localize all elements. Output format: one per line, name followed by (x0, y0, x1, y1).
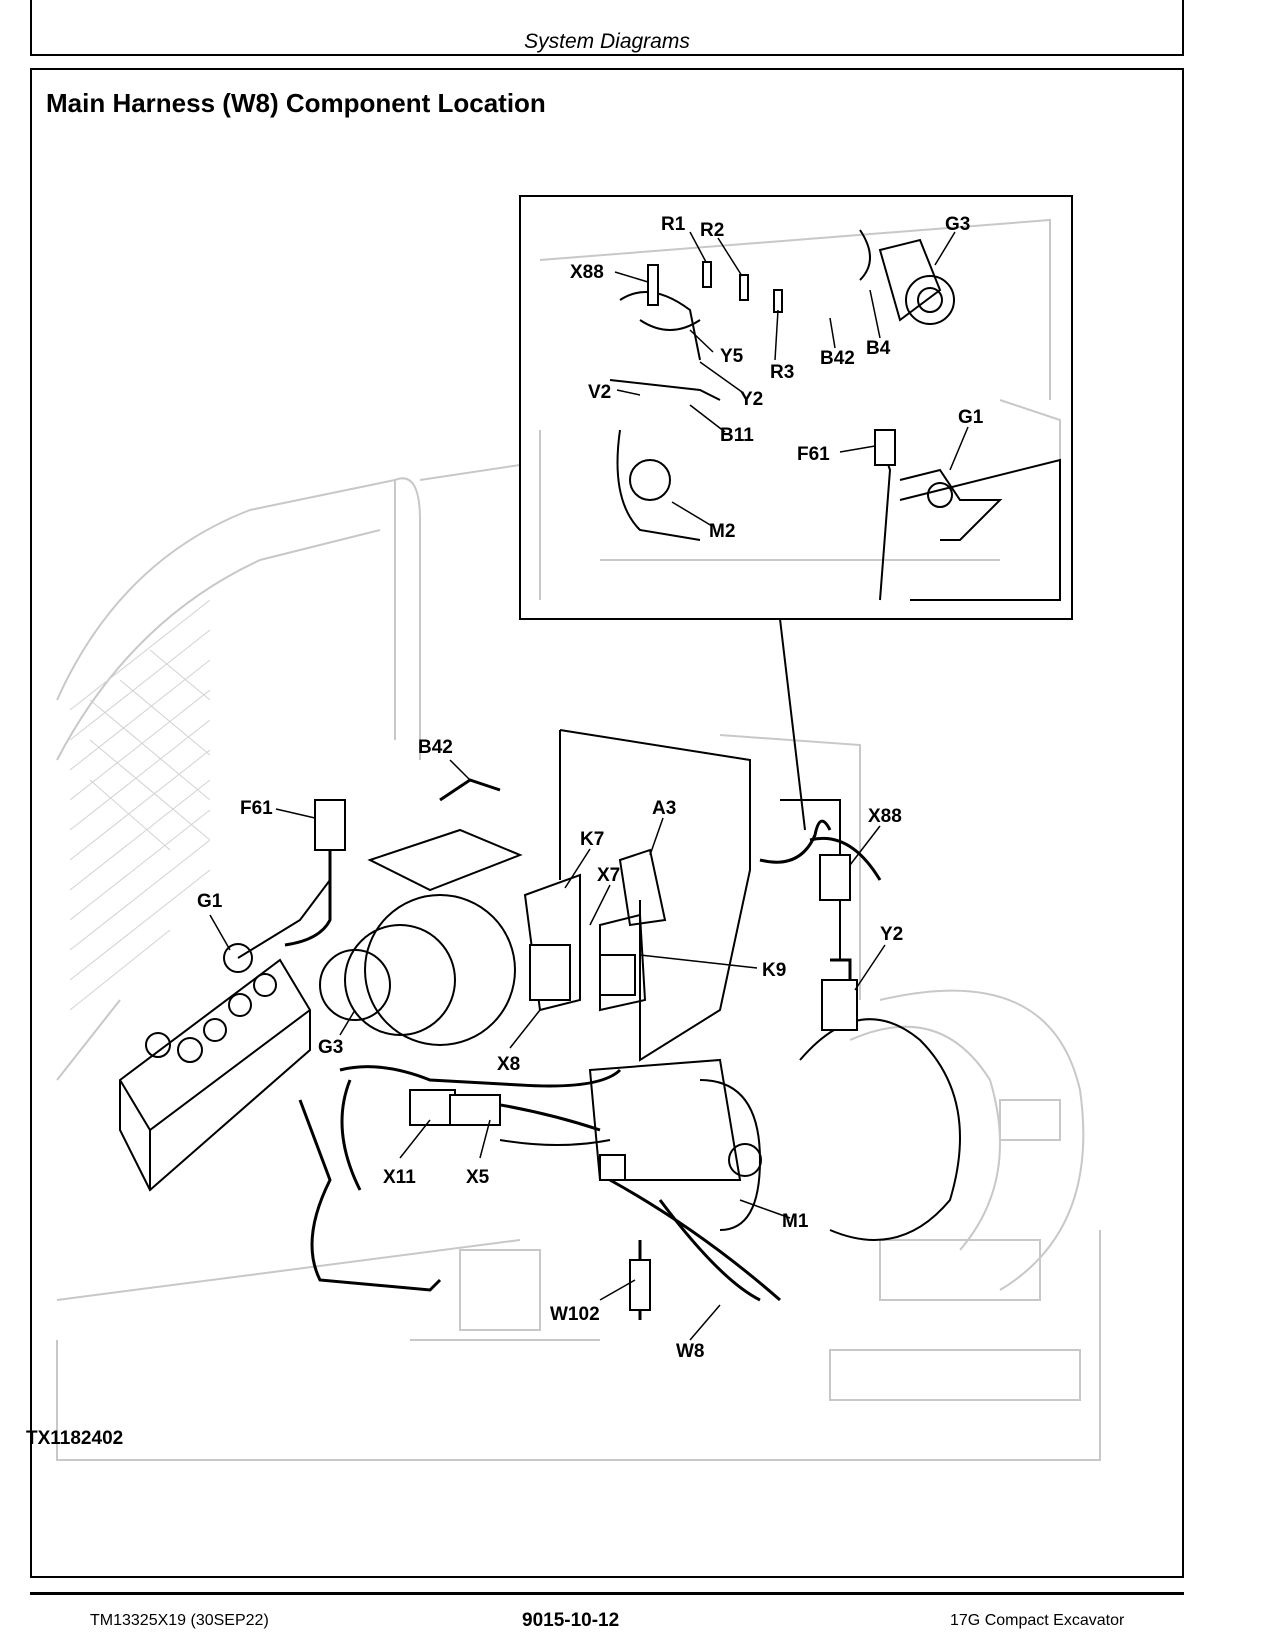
label-y5: Y5 (720, 346, 744, 367)
footer-rule (30, 1592, 1184, 1595)
label-r2: R2 (700, 220, 724, 241)
inset-engine (609, 229, 1061, 601)
label-r3: R3 (770, 362, 794, 383)
battery (119, 830, 331, 1192)
label-y2: Y2 (880, 924, 903, 945)
label-x88: X88 (868, 806, 902, 827)
page-title: Main Harness (W8) Component Location (46, 88, 546, 118)
label-b4: B4 (866, 338, 891, 359)
label-m1: M1 (782, 1211, 809, 1232)
label-g3: G3 (318, 1037, 343, 1058)
label-x8: X8 (497, 1054, 520, 1075)
footer-model: 17G Compact Excavator (950, 1612, 1125, 1629)
machine-outline (56, 464, 1101, 1461)
label-b42: B42 (418, 737, 453, 758)
label-b11: B11 (720, 425, 754, 446)
inset-pointer-line (779, 618, 806, 831)
label-y2-inset: Y2 (740, 389, 763, 410)
diagram-panel: Main Harness (W8) Component Location (30, 68, 1184, 1578)
inset-fuse-f61 (874, 429, 896, 466)
engine-assembly (319, 729, 961, 1241)
label-g1-inset: G1 (958, 407, 984, 428)
label-x7: X7 (597, 865, 620, 886)
inset-sensor-r2 (739, 274, 749, 301)
connector-w102 (629, 1259, 651, 1311)
connectors (314, 799, 858, 1311)
label-r1: R1 (661, 214, 686, 235)
connector-x11 (409, 1089, 456, 1126)
label-w8: W8 (676, 1341, 705, 1362)
relay-k7 (529, 944, 571, 1001)
label-x5: X5 (466, 1167, 490, 1188)
label-x88-inset: X88 (570, 262, 604, 283)
label-f61-inset: F61 (797, 444, 830, 465)
radiator-grille (69, 599, 211, 1011)
label-m2: M2 (709, 521, 735, 542)
footer-doc-id: TM13325X19 (30SEP22) (90, 1612, 269, 1629)
inset-connector-x88 (647, 264, 659, 306)
label-g1: G1 (197, 891, 223, 912)
inset-connectors (647, 261, 896, 466)
label-a3: A3 (652, 798, 676, 819)
label-g3-inset: G3 (945, 214, 970, 235)
label-k7: K7 (580, 829, 604, 850)
connector-y2 (821, 979, 858, 1031)
page-header: System Diagrams (30, 0, 1184, 56)
connector-x5 (449, 1094, 501, 1126)
label-f61: F61 (240, 798, 273, 819)
fuse-f61 (314, 799, 346, 851)
inset-sensor-r3 (773, 289, 783, 313)
section-title: System Diagrams (524, 30, 690, 53)
label-w102: W102 (550, 1304, 600, 1325)
leader-lines (209, 231, 969, 1341)
label-v2: V2 (588, 382, 611, 403)
label-x11: X11 (383, 1167, 416, 1188)
figure-id: TX1182402 (26, 1428, 124, 1449)
ground-m1 (599, 1154, 626, 1181)
inset-background (539, 218, 1061, 600)
inset-sensor-r1 (702, 261, 712, 288)
label-b42-inset: B42 (820, 348, 855, 369)
footer-page-number: 9015-10-12 (522, 1610, 620, 1631)
label-k9: K9 (762, 960, 786, 981)
inset-frame (519, 195, 1073, 620)
connector-x88 (819, 854, 851, 901)
relay-k9 (599, 954, 636, 996)
